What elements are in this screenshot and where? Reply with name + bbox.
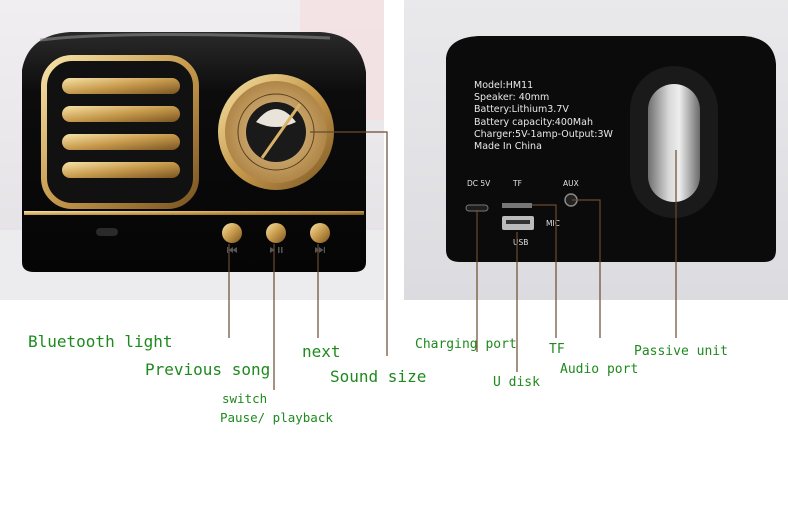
port-label-mic: MIC [546, 219, 560, 228]
spec-speaker: Speaker: 40mm [474, 92, 550, 104]
next-icon [315, 247, 325, 253]
label-sound-size: Sound size [330, 367, 427, 386]
back-panel-specs: Model:HM11 Speaker: 40mm Battery:Lithium… [474, 80, 613, 153]
line-audio-port [572, 199, 601, 338]
port-label-aux: AUX [563, 179, 579, 188]
label-previous-song: Previous song [145, 360, 271, 379]
label-next: next [302, 342, 341, 361]
spec-charger: Charger:5V-1amp-Output:3W [474, 128, 613, 140]
port-label-tf: TF [513, 179, 522, 188]
prev-icon [227, 247, 237, 253]
port-label-dc: DC 5V [467, 179, 491, 188]
spec-battery: Battery:Lithium3.7V [474, 104, 569, 116]
spec-origin: Made In China [474, 141, 542, 153]
spec-model: Model:HM11 [474, 80, 534, 91]
spec-capacity: Battery capacity:400Mah [474, 116, 593, 128]
speaker-back-photo [404, 0, 788, 300]
label-switch: switch [222, 391, 268, 406]
label-tf: TF [549, 342, 565, 357]
speaker-front-photo [0, 0, 384, 300]
port-label-usb: USB [513, 238, 529, 247]
line-tf [532, 204, 557, 338]
label-pause-playback: Pause/ playback [220, 410, 333, 425]
play-pause-icon [270, 247, 283, 253]
label-u-disk: U disk [493, 375, 540, 390]
label-passive-unit: Passive unit [634, 344, 728, 359]
label-charging-port: Charging port [415, 337, 517, 352]
label-audio-port: Audio port [560, 362, 639, 377]
line-sound-size [310, 131, 388, 356]
label-bluetooth-light: Bluetooth light [28, 332, 173, 351]
